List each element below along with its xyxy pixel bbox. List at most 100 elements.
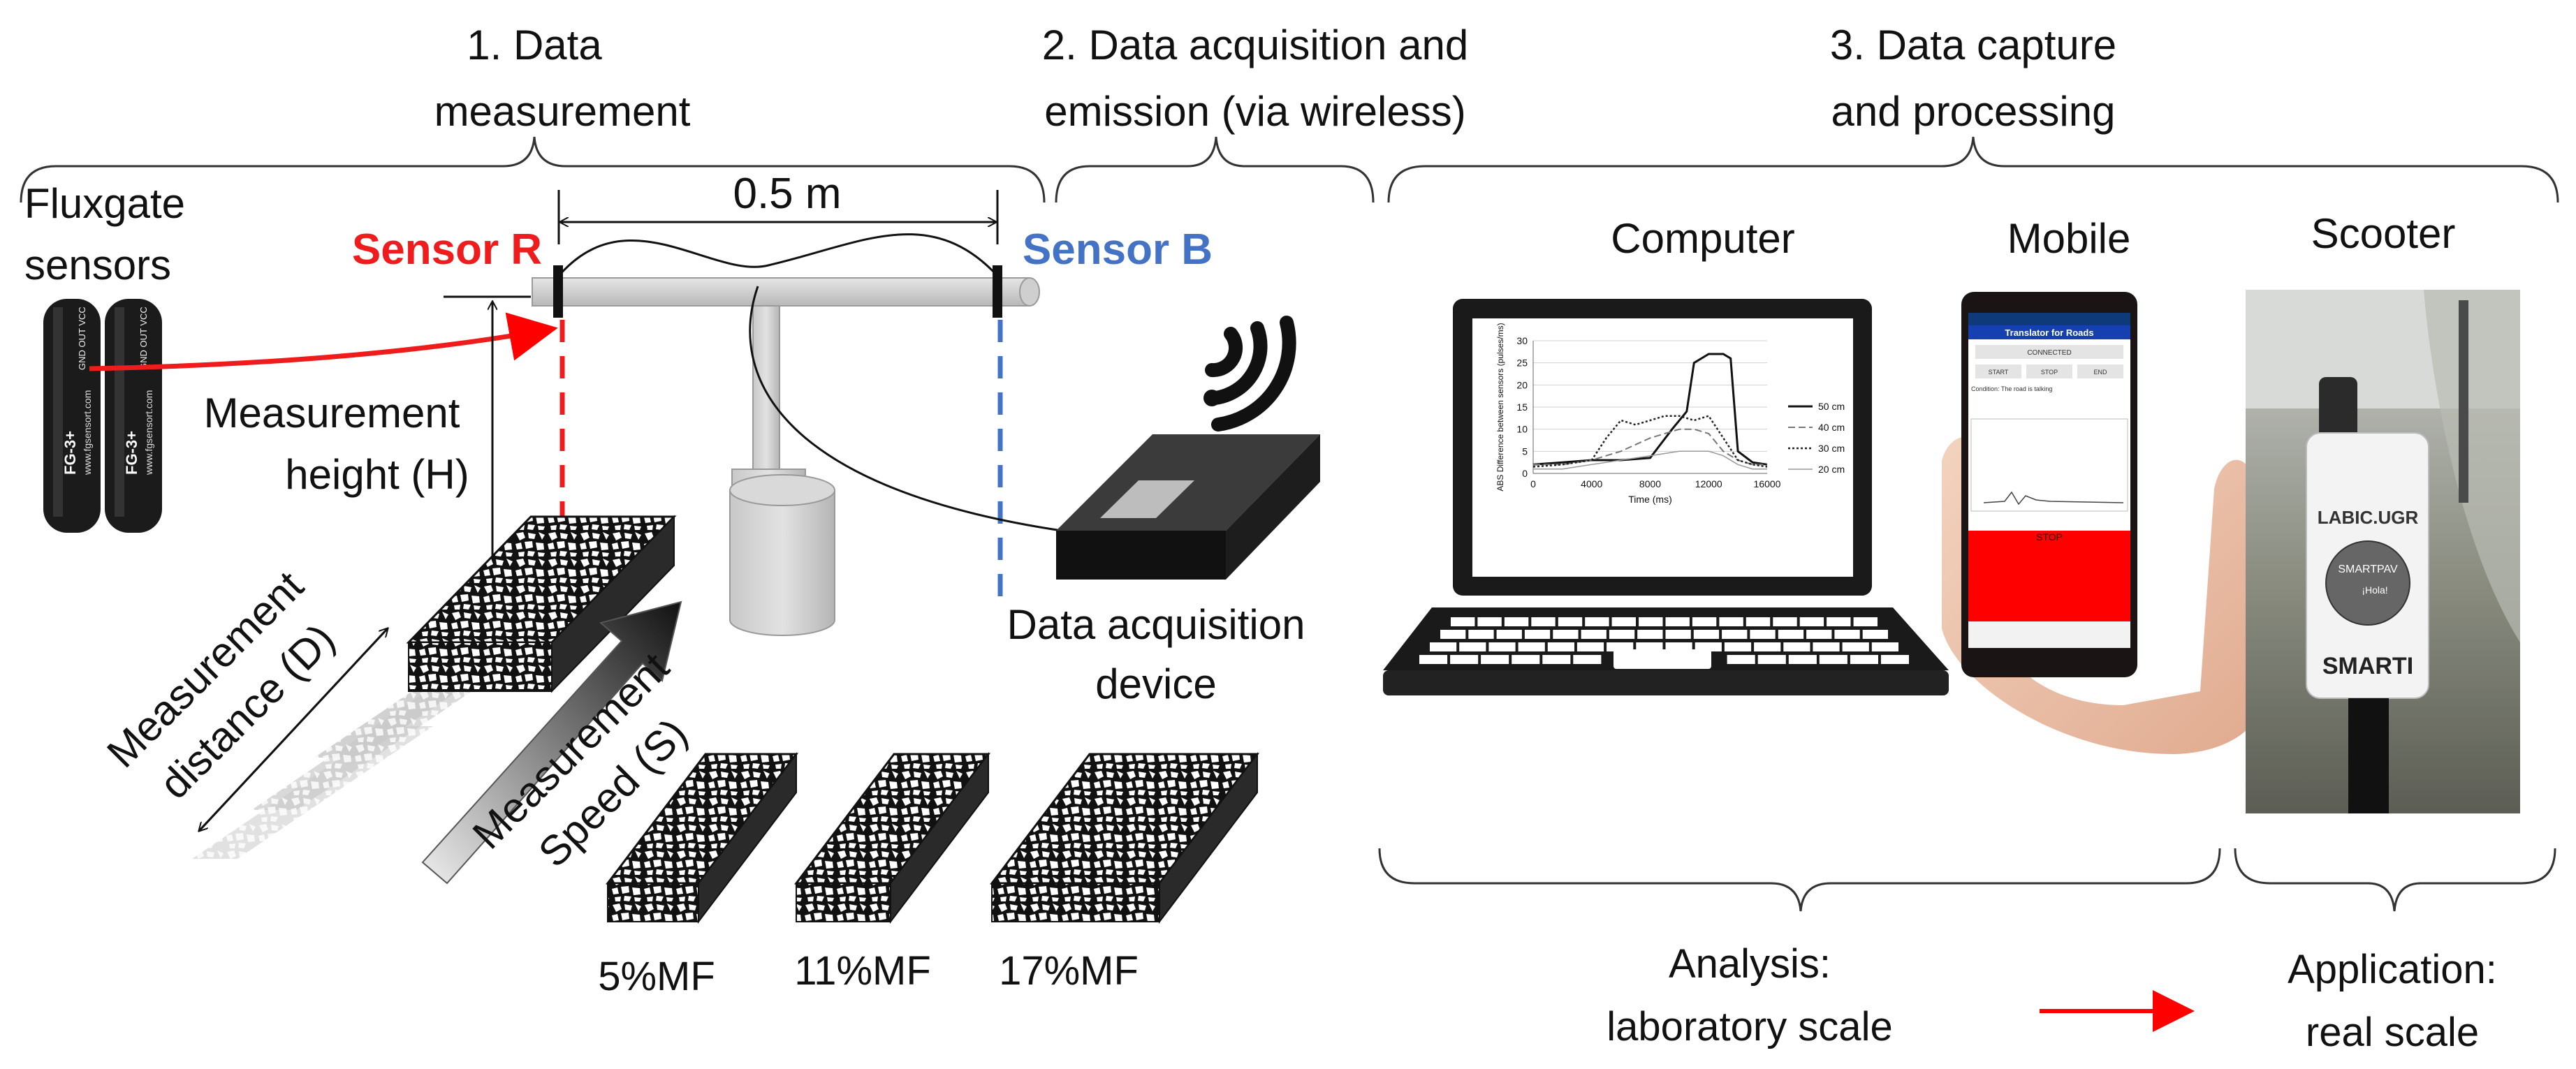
keyboard-key: [1637, 630, 1663, 639]
phone-end-button: END: [2093, 369, 2107, 376]
sample-slab-5mf: [605, 752, 799, 924]
keyboard-key: [1773, 617, 1797, 626]
stage2-title-line1: 2. Data acquisition and: [1042, 22, 1468, 68]
keyboard-key: [1880, 655, 1909, 664]
sample-label-11mf: 11%MF: [794, 948, 931, 994]
keyboard-key: [1665, 642, 1692, 651]
spacing-dimension: [557, 190, 999, 244]
height-label-line1: Measurement: [204, 390, 460, 436]
sensor-support-stand: [532, 277, 1040, 636]
keyboard-key: [1518, 642, 1545, 651]
keyboard-key: [1531, 617, 1556, 626]
keyboard-key: [1581, 630, 1607, 639]
mobile-phone-icon: Translator for Roads CONNECTED START STO…: [1942, 292, 2263, 754]
brace-stage1: [20, 136, 1046, 203]
chart-ytick-label: 0: [1522, 468, 1528, 479]
sensor-to-bar-arrow: [89, 312, 558, 371]
chart-xtick-label: 0: [1530, 478, 1536, 489]
keyboard-key: [1799, 617, 1824, 626]
keyboard-key: [1609, 630, 1635, 639]
fluxgate-sensor-left: FG-3+ www.fgsensort.com GND OUT VCC: [43, 299, 101, 533]
scooter-sticker-brand: LABIC.UGR: [2318, 507, 2419, 528]
keyboard-key: [1481, 655, 1509, 664]
stage2-title-line2: emission (via wireless): [1044, 88, 1465, 135]
keyboard-key: [1430, 642, 1457, 651]
brace-application: [2234, 848, 2556, 912]
keyboard-key: [1862, 630, 1888, 639]
chart-xlabel: Time (ms): [1628, 494, 1671, 505]
keyboard-key: [1573, 655, 1602, 664]
brace-stage2: [1055, 136, 1375, 203]
chart-ytick-label: 15: [1516, 401, 1528, 413]
keyboard-key: [1727, 655, 1755, 664]
scooter-photo: LABIC.UGR SMARTPAV ¡Hola! SMARTI: [2246, 290, 2520, 813]
bottom-braces: [1378, 848, 2556, 912]
keyboard-key: [1450, 655, 1479, 664]
stage1-title-line1: 1. Data: [467, 22, 602, 68]
keyboard-key: [1819, 655, 1847, 664]
brace-analysis: [1378, 848, 2221, 912]
chart-xtick-label: 12000: [1695, 478, 1722, 489]
sample-label-17mf: 17%MF: [999, 948, 1139, 994]
spacing-label: 0.5 m: [733, 170, 841, 218]
phone-condition-text: Condition: The road is talking: [1971, 385, 2052, 392]
chart-ytick-label: 30: [1516, 335, 1528, 346]
keyboard-key: [1636, 642, 1663, 651]
device-label-line1: Data acquisition: [1007, 601, 1305, 648]
chart-series-line: [1532, 415, 1768, 468]
keyboard-key: [1477, 617, 1502, 626]
keyboard-key: [1611, 617, 1636, 626]
computer-label: Computer: [1611, 215, 1794, 262]
analysis-label-line2: laboratory scale: [1607, 1004, 1892, 1049]
keyboard-key: [1419, 655, 1448, 664]
keyboard-key: [1524, 630, 1551, 639]
keyboard-key: [1547, 642, 1574, 651]
stage3-title-line2: and processing: [1831, 88, 2116, 135]
device-label-line2: device: [1095, 661, 1216, 707]
chart-ytick-label: 20: [1516, 379, 1528, 390]
keyboard-key: [1827, 617, 1851, 626]
scooter-sticker-greeting: ¡Hola!: [2362, 584, 2387, 596]
keyboard-key: [1553, 630, 1579, 639]
keyboard-key: [1746, 617, 1771, 626]
sensor-r-label: Sensor R: [352, 226, 542, 274]
height-label-line2: height (H): [285, 451, 469, 498]
speed-gradient-arrow: [421, 600, 682, 885]
distance-dimension: [199, 628, 388, 831]
application-label-line1: Application:: [2288, 947, 2497, 992]
analysis-label-line1: Analysis:: [1669, 941, 1831, 987]
keyboard-key: [1757, 655, 1786, 664]
keyboard-key: [1719, 617, 1743, 626]
fluxgate-label-line1: Fluxgate: [24, 180, 185, 227]
scooter-label: Scooter: [2311, 210, 2456, 257]
chart-ytick-label: 25: [1516, 357, 1528, 369]
keyboard-key: [1783, 642, 1810, 651]
keyboard-key: [1558, 617, 1583, 626]
keyboard-key: [1871, 642, 1898, 651]
keyboard-key: [1468, 630, 1494, 639]
phone-stop-button: STOP: [2041, 369, 2058, 376]
keyboard-key: [1813, 642, 1840, 651]
wifi-icon: [1203, 316, 1296, 432]
chart-xtick-label: 8000: [1639, 478, 1661, 489]
fluxgate-sensor-right: FG-3+ www.fgsensort.com GND OUT VCC: [105, 299, 162, 533]
keyboard-key: [1607, 642, 1634, 651]
brace-stage3: [1387, 136, 2559, 203]
application-label-line2: real scale: [2306, 1010, 2479, 1055]
keyboard-key: [1695, 642, 1722, 651]
scooter-sticker-product: SMARTPAV: [2338, 563, 2398, 575]
keyboard-key: [1754, 642, 1781, 651]
sensor-site-label-2: www.fgsensort.com: [143, 390, 154, 475]
keyboard-key: [1496, 630, 1522, 639]
phone-connected-button: CONNECTED: [2027, 349, 2071, 357]
sensor-pins-label-2: GND OUT VCC: [138, 307, 149, 370]
keyboard-key: [1778, 630, 1804, 639]
laptop-keyboard: [1419, 617, 1909, 664]
sensor-b-label: Sensor B: [1023, 226, 1213, 274]
keyboard-key: [1693, 630, 1720, 639]
keyboard-key: [1750, 630, 1776, 639]
sample-label-5mf: 5%MF: [598, 954, 715, 999]
keyboard-key: [1512, 655, 1540, 664]
